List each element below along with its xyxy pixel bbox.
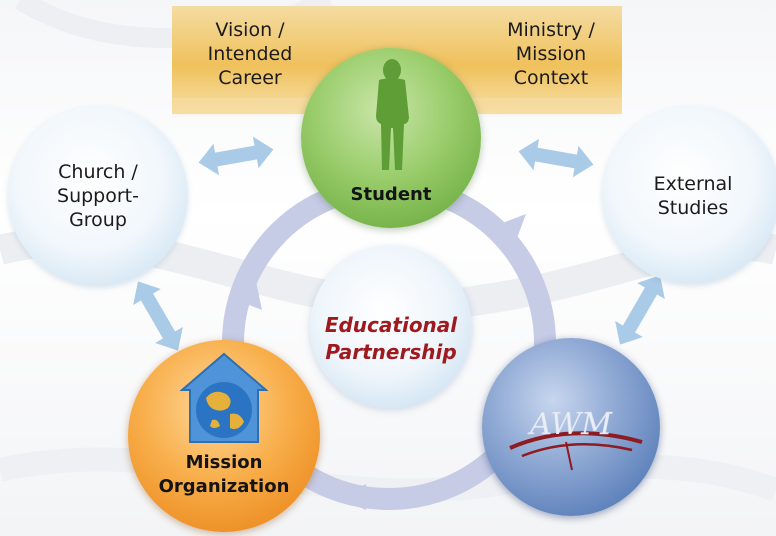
awm-logo-icon: AWM	[509, 407, 643, 471]
arrow-church-student	[198, 136, 274, 176]
awm-node	[482, 338, 660, 516]
cycle-arrow-head-bottom	[340, 484, 366, 510]
ministry-context-label: Ministry / Mission Context	[507, 19, 595, 89]
cycle-arrow-head-right	[500, 214, 526, 246]
awm-logo-text: AWM	[527, 407, 613, 442]
church-node	[8, 106, 188, 286]
arrow-student-external	[518, 138, 594, 178]
educational-partnership-label: Educational Partnership	[324, 313, 458, 364]
globe-house-icon	[179, 352, 269, 443]
external-studies-node	[602, 106, 776, 284]
vision-career-label: Vision / Intended Career	[207, 19, 293, 89]
arrow-external-awm	[615, 275, 665, 345]
educational-partnership-node	[310, 246, 472, 408]
mission-organization-label: Mission Organization	[158, 452, 290, 497]
church-label: Church / Support- Group	[57, 161, 139, 231]
student-label: Student	[350, 184, 432, 205]
arrow-church-mission	[133, 281, 183, 351]
external-studies-label: External Studies	[653, 173, 733, 219]
cycle-arrow-head-left	[236, 272, 262, 310]
student-silhouette-icon	[376, 59, 409, 170]
